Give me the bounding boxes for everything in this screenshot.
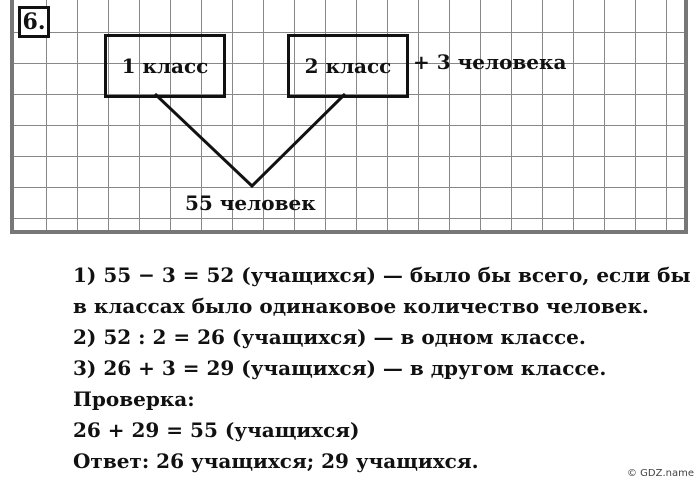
solution-text: 1) 55 − 3 = 52 (учащихся) — было бы всег… — [73, 260, 691, 477]
solution-line: 3) 26 + 3 = 29 (учащихся) — в другом кла… — [73, 356, 607, 380]
class-1-box: 1 класс — [104, 34, 226, 98]
sum-bracket — [153, 92, 347, 189]
watermark: © GDZ.name — [626, 468, 694, 479]
solution-line: 2) 52 : 2 = 26 (учащихся) — в одном клас… — [73, 325, 586, 349]
solution-line: Проверка: — [73, 387, 195, 411]
solution-line: 26 + 29 = 55 (учащихся) — [73, 418, 360, 442]
task-number: 6. — [18, 6, 50, 38]
class-2-box: 2 класс — [287, 34, 409, 98]
solution-line: в классах было одинаковое количество чел… — [73, 294, 649, 318]
solution-line: Ответ: 26 учащихся; 29 учащихся. — [73, 449, 479, 473]
grid-frame — [10, 0, 688, 234]
diagram-lines — [153, 92, 347, 189]
solution-line: 1) 55 − 3 = 52 (учащихся) — было бы всег… — [73, 263, 691, 287]
total-label: 55 человек — [185, 191, 316, 215]
extra-label: + 3 человека — [413, 50, 567, 74]
